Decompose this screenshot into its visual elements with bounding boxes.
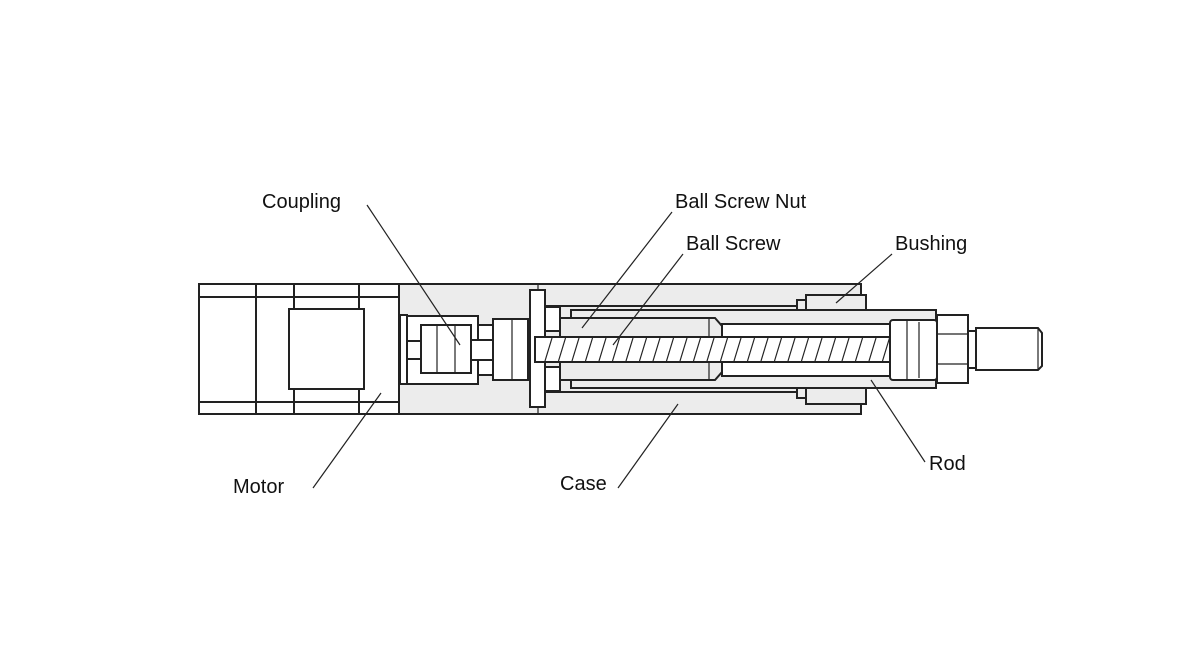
motor [198, 283, 400, 415]
screw-thread-line [665, 337, 675, 362]
screw-thread-line [638, 337, 648, 362]
leader-case [617, 403, 679, 489]
ball-screw [534, 336, 893, 363]
screw-thread-line [868, 337, 877, 362]
label-bushing: Bushing [895, 233, 968, 255]
label-ball-screw-nut: Ball Screw Nut [675, 191, 807, 213]
screw-thread-line [760, 337, 769, 362]
label-motor: Motor [233, 476, 285, 498]
screw-thread-line [584, 337, 594, 362]
screw-thread-line [719, 337, 729, 362]
rod-end [889, 314, 1043, 384]
screw-thread-line [692, 337, 702, 362]
label-ball-screw: Ball Screw [686, 233, 781, 255]
label-rod: Rod [929, 453, 966, 475]
screw-thread-line [625, 337, 634, 362]
label-coupling: Coupling [262, 191, 341, 213]
screw-thread-line [841, 337, 850, 362]
leader-motor [312, 392, 382, 489]
screw-thread-line [652, 337, 661, 362]
leader-ball-screw [612, 253, 684, 346]
leader-bushing [835, 253, 893, 304]
screw-thread-line [881, 337, 891, 362]
label-case: Case [560, 473, 607, 495]
coupling [399, 314, 529, 385]
screw-thread-line [787, 337, 796, 362]
screw-thread-line [827, 337, 837, 362]
screw-thread-line [773, 337, 783, 362]
screw-thread-line [746, 337, 756, 362]
screw-thread-line [854, 337, 864, 362]
screw-thread-line [814, 337, 823, 362]
screw-thread-line [679, 337, 688, 362]
screw-thread-line [611, 337, 621, 362]
screw-thread-line [800, 337, 810, 362]
leader-coupling [366, 204, 461, 346]
screw-thread-line [733, 337, 742, 362]
screw-thread-line [544, 337, 553, 362]
leader-rod [870, 379, 926, 463]
screw-thread-line [571, 337, 580, 362]
leader-ball-screw-nut [581, 211, 673, 329]
screw-thread-line [557, 337, 567, 362]
screw-thread-line [706, 337, 715, 362]
screw-thread-line [598, 337, 607, 362]
